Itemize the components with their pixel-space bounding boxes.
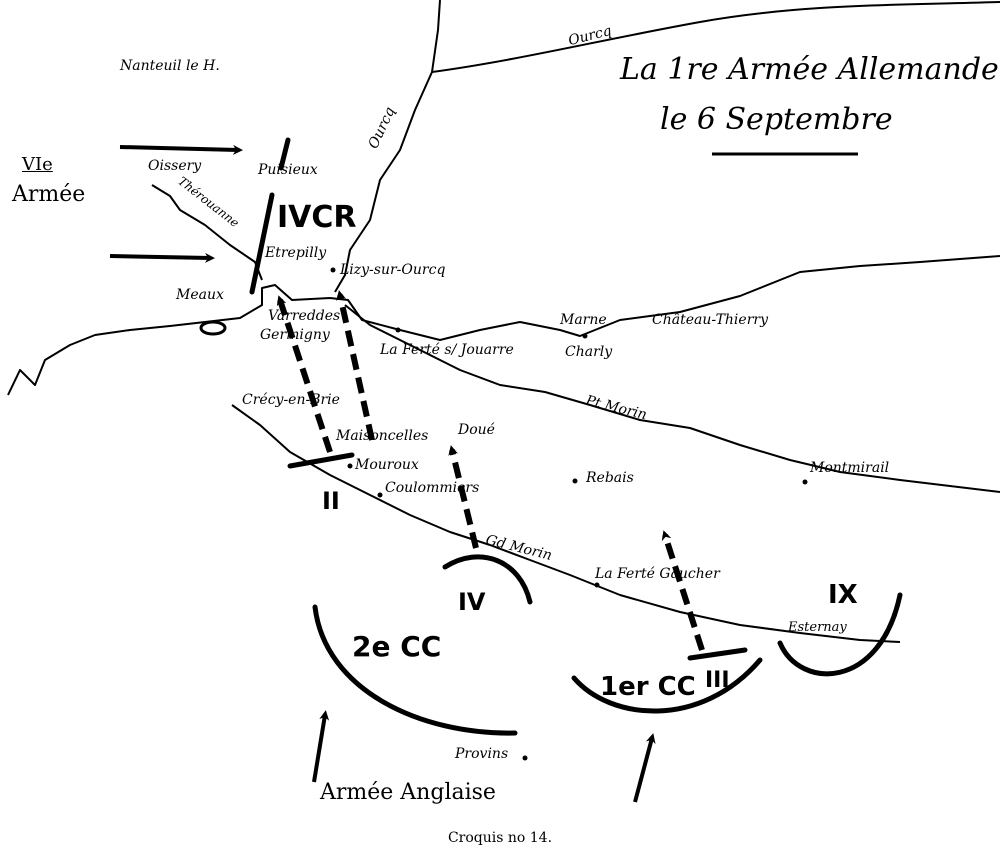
river-petit-morin xyxy=(344,304,1000,493)
iii-corps-front xyxy=(687,647,748,661)
unit-ivcr: IVCR xyxy=(277,200,357,235)
place-nanteuil: Nanteuil le H. xyxy=(120,58,220,74)
river-therouanne xyxy=(151,184,263,281)
ii-corps-front xyxy=(287,452,355,469)
british-army-label: Armée Anglaise xyxy=(320,780,496,805)
place-meaux: Meaux xyxy=(176,287,224,303)
figure-caption: Croquis no 14. xyxy=(447,830,553,846)
place-esternay: Esternay xyxy=(788,620,847,635)
place-maisoncelles: Maisoncelles xyxy=(336,428,429,444)
iv-corps-advance xyxy=(448,445,479,549)
place-lizy-sur-ourcq: Lizy-sur-Ourcq xyxy=(340,262,446,278)
map-title-line1: La 1re Armée Allemande xyxy=(620,52,999,87)
sixth-army-arrow-south xyxy=(109,252,215,263)
place-coulommiers: Coulommiers xyxy=(385,480,480,496)
ii-corps-advance-west xyxy=(276,295,333,453)
unit-iii: III xyxy=(705,668,730,693)
river-ourcq-upper xyxy=(431,1,1000,73)
meaux-town-marker xyxy=(199,320,227,336)
river-ourcq xyxy=(334,0,441,293)
river-label-marne: Marne xyxy=(560,312,607,328)
sixth-army-label: VIe xyxy=(22,154,53,175)
place-montmirail: Montmirail xyxy=(810,460,890,476)
sixth-army-front-north xyxy=(278,137,291,171)
unit-2nd-cavalry-corps: 2e CC xyxy=(352,630,442,663)
map-title-line2: le 6 Septembre xyxy=(660,102,893,137)
river-marne xyxy=(7,255,1000,396)
sixth-army-arrow-north xyxy=(119,144,243,155)
place-oissery: Oissery xyxy=(148,158,202,174)
cc1-arc xyxy=(571,657,763,714)
ii-corps-advance-east xyxy=(336,290,375,441)
river-grand-morin xyxy=(231,404,901,643)
place-etrepilly: Etrepilly xyxy=(265,245,327,261)
sixth-army-front xyxy=(249,192,275,295)
place-chateau-thierry: Château-Thierry xyxy=(652,312,768,328)
place-mouroux: Mouroux xyxy=(355,457,419,473)
unit-iv: IV xyxy=(458,588,486,616)
place-germigny: Germigny xyxy=(260,327,330,343)
sixth-army-label-2: Armée xyxy=(12,182,86,207)
unit-ix: IX xyxy=(828,580,858,610)
iv-corps-arc xyxy=(442,554,533,605)
british-arrow-east xyxy=(633,733,656,803)
place-la-ferte-sous-jouarre: La Ferté s/ Jouarre xyxy=(380,342,514,358)
place-varreddes: Varreddes xyxy=(268,308,341,324)
place-charly: Charly xyxy=(565,344,613,360)
iii-corps-advance xyxy=(661,530,705,651)
cc2-arc xyxy=(312,604,518,736)
place-puisieux: Puisieux xyxy=(258,162,318,178)
place-rebais: Rebais xyxy=(586,470,634,486)
town-dots xyxy=(330,267,808,761)
place-la-ferte-gaucher: La Ferté Gaucher xyxy=(595,566,720,582)
unit-1st-cavalry-corps: 1er CC xyxy=(600,672,696,702)
unit-ii: II xyxy=(322,487,340,515)
place-doue: Doué xyxy=(458,422,495,438)
british-arrow-west xyxy=(312,710,330,783)
place-crecy-en-brie: Crécy-en-Brie xyxy=(242,392,340,408)
place-provins: Provins xyxy=(455,746,509,762)
ix-corps-arc xyxy=(777,592,903,677)
